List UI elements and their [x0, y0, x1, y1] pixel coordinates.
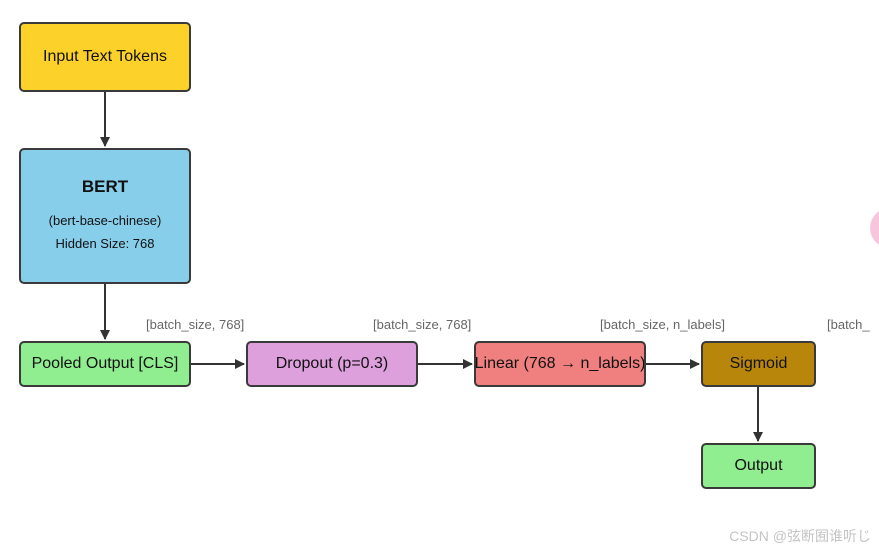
- bert-model-name: (bert-base-chinese): [48, 213, 162, 228]
- node-linear: Linear (768 → n_labels): [474, 341, 646, 387]
- node-input-label: Input Text Tokens: [43, 48, 167, 65]
- node-pooled-output: Pooled Output [CLS]: [19, 341, 191, 387]
- node-output-label: Output: [734, 457, 783, 474]
- decorative-circle: [870, 208, 879, 248]
- edge-label-sigmoid-output: [batch_: [827, 317, 870, 332]
- bert-hidden-size: Hidden Size: 768: [55, 236, 155, 251]
- node-sigmoid: Sigmoid: [701, 341, 816, 387]
- edge-label-linear-sigmoid: [batch_size, n_labels]: [600, 317, 726, 332]
- edge-label-pooled-dropout: [batch_size, 768]: [146, 317, 245, 332]
- node-pooled-label: Pooled Output [CLS]: [31, 355, 179, 372]
- bert-title: BERT: [81, 177, 129, 196]
- node-sigmoid-label: Sigmoid: [729, 355, 788, 372]
- watermark: CSDN @弦断囿谁听じ: [729, 528, 871, 544]
- edge-label-dropout-linear: [batch_size, 768]: [373, 317, 472, 332]
- node-linear-label: Linear (768 → n_labels): [474, 355, 646, 372]
- node-dropout-label: Dropout (p=0.3): [275, 355, 389, 372]
- node-dropout: Dropout (p=0.3): [246, 341, 418, 387]
- node-input-text-tokens: Input Text Tokens: [19, 22, 191, 92]
- node-output: Output: [701, 443, 816, 489]
- node-bert: BERT (bert-base-chinese) Hidden Size: 76…: [19, 148, 191, 284]
